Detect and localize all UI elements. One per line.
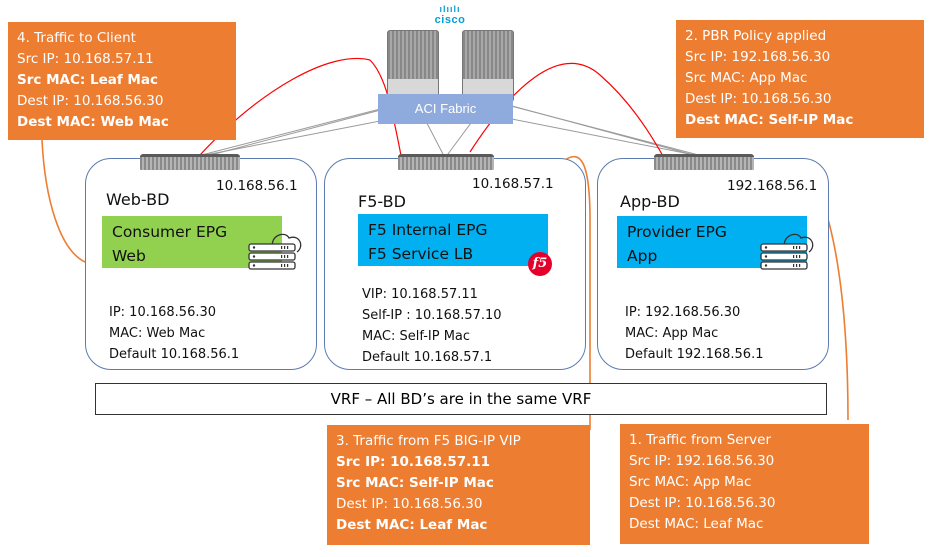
endpoint-info-f5: VIP: 10.168.57.11 Self-IP : 10.168.57.10… xyxy=(362,284,502,368)
callout-line: Src MAC: App Mac xyxy=(629,474,752,490)
epg-title: F5 Internal EPG xyxy=(368,221,488,239)
server-cloud-icon xyxy=(760,233,814,270)
spine-switch-1 xyxy=(387,30,439,102)
info-line: VIP: 10.168.57.11 xyxy=(362,287,478,302)
leaf-switch-app xyxy=(654,154,754,170)
f5-logo-icon: f5 xyxy=(528,252,552,276)
gateway-ip: 10.168.57.1 xyxy=(472,176,554,192)
callout-line: Src IP: 10.168.57.11 xyxy=(17,51,154,67)
callout-line: Dest MAC: Self-IP Mac xyxy=(685,112,854,128)
callout-line: Dest IP: 10.168.56.30 xyxy=(629,495,776,511)
callout-line: Src MAC: Self-IP Mac xyxy=(336,475,494,491)
info-line: MAC: Web Mac xyxy=(109,326,206,341)
vrf-banner: VRF – All BD’s are in the same VRF xyxy=(95,383,827,415)
spine-switch-2 xyxy=(462,30,514,102)
callout-line: Src IP: 192.168.56.30 xyxy=(629,453,775,469)
bd-name: Web-BD xyxy=(106,190,170,209)
server-cloud-icon xyxy=(248,233,302,270)
callout-line: Dest IP: 10.168.56.30 xyxy=(17,93,164,109)
callout-title: 4. Traffic to Client xyxy=(17,30,136,46)
callout-line: Src IP: 192.168.56.30 xyxy=(685,49,831,65)
leader-callout-4 xyxy=(41,139,86,263)
callout-title: 2. PBR Policy applied xyxy=(685,28,827,44)
info-line: Default 10.168.57.1 xyxy=(362,350,493,365)
callout-step-1: 1. Traffic from Server Src IP: 192.168.5… xyxy=(620,424,869,544)
callout-title: 3. Traffic from F5 BIG-IP VIP xyxy=(336,433,521,449)
epg-subtitle: App xyxy=(627,247,658,265)
epg-subtitle: F5 Service LB xyxy=(368,245,474,263)
epg-title: Provider EPG xyxy=(627,223,727,241)
callout-line: Dest IP: 10.168.56.30 xyxy=(336,496,483,512)
bd-name: F5-BD xyxy=(358,192,406,211)
callout-line: Src IP: 10.168.57.11 xyxy=(336,454,491,470)
callout-line: Dest IP: 10.168.56.30 xyxy=(685,91,832,107)
callout-line: Src MAC: Leaf Mac xyxy=(17,72,158,88)
leaf-switch-web xyxy=(140,154,240,170)
leaf-switch-f5 xyxy=(398,154,494,170)
bd-name: App-BD xyxy=(620,192,680,211)
epg-f5-internal: F5 Internal EPG F5 Service LB xyxy=(358,214,548,266)
cisco-logo-icon: ılıılı cisco xyxy=(434,4,466,26)
callout-step-4: 4. Traffic to Client Src IP: 10.168.57.1… xyxy=(8,22,236,140)
epg-subtitle: Web xyxy=(112,247,146,265)
info-line: Default 10.168.56.1 xyxy=(109,347,240,362)
info-line: IP: 10.168.56.30 xyxy=(109,305,217,320)
aci-fabric-label: ACI Fabric xyxy=(378,94,513,124)
epg-title: Consumer EPG xyxy=(112,223,228,241)
callout-step-2: 2. PBR Policy applied Src IP: 192.168.56… xyxy=(676,20,924,138)
callout-line: Dest MAC: Leaf Mac xyxy=(336,517,488,533)
endpoint-info-app: IP: 192.168.56.30 MAC: App Mac Default 1… xyxy=(625,302,763,365)
callout-line: Dest MAC: Web Mac xyxy=(17,114,169,130)
endpoint-info-web: IP: 10.168.56.30 MAC: Web Mac Default 10… xyxy=(109,302,239,365)
callout-step-3: 3. Traffic from F5 BIG-IP VIP Src IP: 10… xyxy=(327,425,590,545)
info-line: Default 192.168.56.1 xyxy=(625,347,764,362)
gateway-ip: 192.168.56.1 xyxy=(727,178,818,194)
callout-title: 1. Traffic from Server xyxy=(629,432,772,448)
callout-line: Dest MAC: Leaf Mac xyxy=(629,516,764,532)
info-line: Self-IP : 10.168.57.10 xyxy=(362,308,502,323)
info-line: MAC: App Mac xyxy=(625,326,719,341)
info-line: MAC: Self-IP Mac xyxy=(362,329,471,344)
gateway-ip: 10.168.56.1 xyxy=(216,178,298,194)
info-line: IP: 192.168.56.30 xyxy=(625,305,741,320)
callout-line: Src MAC: App Mac xyxy=(685,70,808,86)
